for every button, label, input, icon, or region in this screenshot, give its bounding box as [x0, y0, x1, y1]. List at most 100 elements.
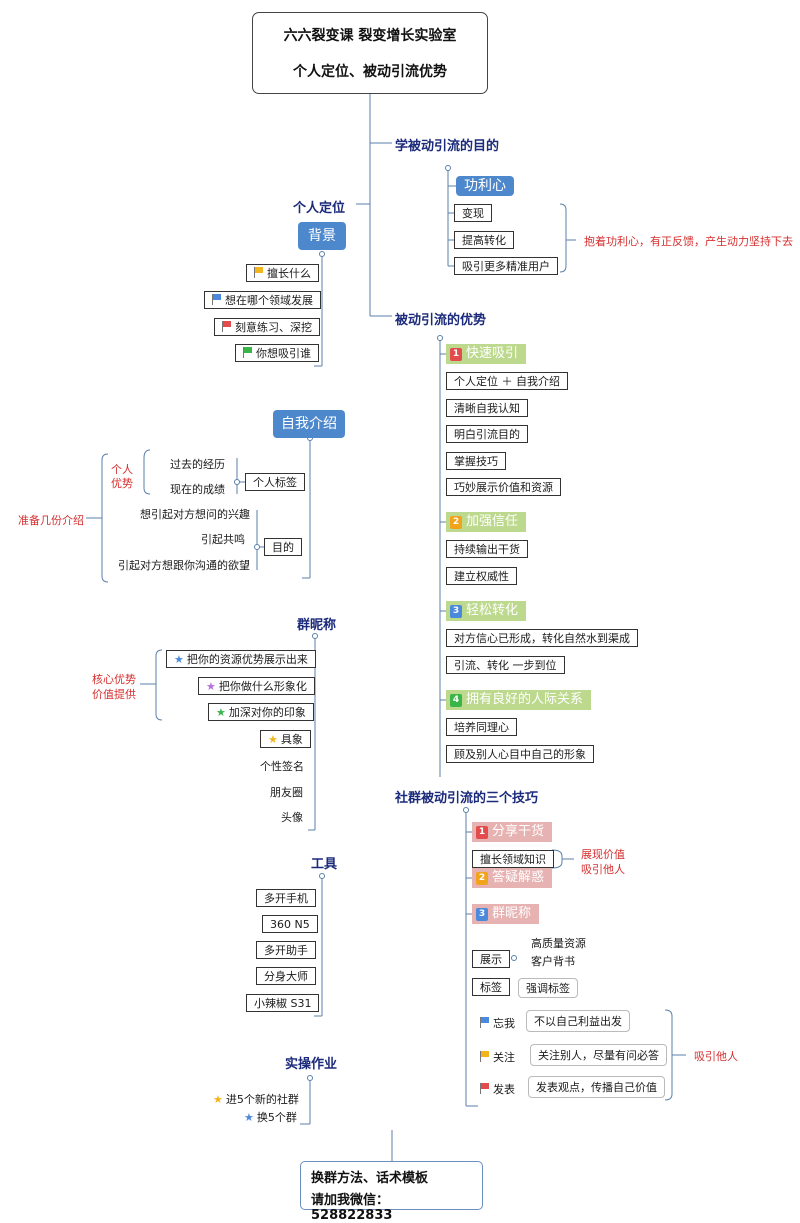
show-item: 客户背书	[531, 955, 575, 968]
number-badge: 2	[450, 516, 462, 529]
skill-row-label: 关注	[480, 1049, 515, 1065]
nickname-item: ★加深对你的印象	[208, 703, 314, 721]
tool-item: 360 N5	[262, 915, 318, 933]
advantage-label-text: 加强信任	[466, 514, 519, 529]
root-line-2: 个人定位、被动引流优势	[293, 64, 447, 80]
number-badge: 1	[450, 348, 462, 361]
nickname-plain-item: 个性签名	[260, 760, 304, 773]
star-icon: ★	[244, 1111, 254, 1124]
practice-item-text: 换5个群	[256, 1111, 297, 1124]
nickname-item: ★把你做什么形象化	[198, 677, 315, 695]
positioning-title: 个人定位	[293, 201, 346, 216]
advantages-title: 被动引流的优势	[395, 313, 487, 328]
flag-icon	[480, 1083, 489, 1094]
tool-item: 小辣椒 S31	[246, 994, 320, 1012]
background-item: 你想吸引谁	[235, 344, 319, 362]
skill-item: 擅长领域知识	[472, 850, 554, 868]
purpose-note: 抱着功利心，有正反馈，产生动力坚持下去	[584, 235, 793, 248]
flag-icon	[243, 347, 252, 358]
skill-row-note: 吸引他人	[694, 1050, 738, 1063]
practice-title: 实操作业	[285, 1057, 338, 1072]
intro-bracket-note: 准备几份介绍	[18, 514, 84, 527]
advantage-group-label: 1 快速吸引	[446, 344, 527, 364]
advantage-group-label: 2 加强信任	[446, 512, 527, 532]
nickname-plain-item: 头像	[281, 811, 303, 824]
practice-item: ★换5个群	[244, 1109, 297, 1125]
background-item-text: 你想吸引谁	[256, 347, 311, 360]
skill-row-label: 发表	[480, 1081, 515, 1097]
footer-line-1: 换群方法、话术模板	[311, 1171, 429, 1186]
purpose-label: 功利心	[456, 176, 514, 196]
purpose-item: 引起共鸣	[201, 533, 245, 546]
flag-icon	[222, 321, 231, 332]
practice-item: ★进5个新的社群	[213, 1091, 299, 1107]
row-label-text: 发表	[493, 1083, 515, 1096]
nickname-note: 核心优势	[92, 673, 136, 686]
star-icon: ★	[268, 733, 278, 746]
skill-row-text: 发表观点，传播自己价值	[528, 1076, 665, 1098]
tool-item: 分身大师	[256, 967, 316, 985]
nickname-item: ★把你的资源优势展示出来	[166, 650, 316, 668]
flag-icon	[480, 1017, 489, 1028]
practice-item-text: 进5个新的社群	[225, 1093, 299, 1106]
nickname-item-text: 加深对你的印象	[228, 706, 306, 719]
background-item-text: 刻意练习、深挖	[235, 321, 312, 334]
skill-row-text: 关注别人，尽量有问必答	[530, 1044, 667, 1066]
self-intro-label: 自我介绍	[273, 410, 345, 438]
background-item: 擅长什么	[246, 264, 319, 282]
nickname-item: ★具象	[260, 730, 311, 748]
footer-contact-box: 换群方法、话术模板 请加我微信： 528822833	[300, 1161, 483, 1223]
number-badge: 2	[476, 872, 488, 885]
flag-icon	[254, 267, 263, 278]
flag-icon	[480, 1051, 489, 1062]
advantage-item: 个人定位 ＋ 自我介绍	[446, 372, 568, 390]
personal-tag-item: 现在的成绩	[170, 483, 225, 496]
advantage-label-text: 快速吸引	[466, 346, 519, 361]
nickname-title: 群昵称	[297, 618, 337, 633]
purpose-title: 学被动引流的目的	[395, 139, 500, 154]
wechat-id: 528822833	[311, 1208, 393, 1223]
flag-icon	[212, 294, 221, 305]
nickname-item-text: 把你的资源优势展示出来	[186, 653, 308, 666]
nickname-note: 价值提供	[92, 688, 136, 701]
skill-note: 吸引他人	[581, 863, 625, 876]
personal-tag-item: 过去的经历	[170, 458, 225, 471]
number-badge: 3	[450, 605, 462, 618]
show-item: 高质量资源	[531, 937, 586, 950]
purpose-node: 目的	[264, 538, 302, 556]
advantage-label-text: 轻松转化	[466, 603, 519, 618]
purpose-item: 吸引更多精准用户	[454, 257, 558, 275]
background-item: 刻意练习、深挖	[214, 318, 320, 336]
background-item: 想在哪个领域发展	[204, 291, 321, 309]
skill-row-label: 忘我	[480, 1015, 515, 1031]
number-badge: 4	[450, 694, 462, 707]
advantage-item: 对方信心已形成，转化自然水到渠成	[446, 629, 638, 647]
advantage-item: 培养同理心	[446, 718, 517, 736]
background-item-text: 擅长什么	[267, 267, 311, 280]
star-icon: ★	[174, 653, 184, 666]
purpose-item: 提高转化	[454, 231, 514, 249]
personal-tag-note: 个人	[111, 463, 133, 476]
skill-label-text: 分享干货	[492, 824, 545, 839]
advantage-item: 明白引流目的	[446, 425, 528, 443]
skill-row-text: 不以自己利益出发	[526, 1010, 630, 1032]
purpose-item: 引起对方想跟你沟通的欲望	[118, 559, 250, 572]
star-icon: ★	[216, 706, 226, 719]
number-badge: 3	[476, 908, 488, 921]
tag-node: 标签	[472, 978, 510, 996]
nickname-item-text: 具象	[280, 733, 303, 746]
personal-tag-note: 优势	[111, 477, 133, 490]
footer-line-2: 请加我微信： 528822833	[311, 1189, 472, 1223]
advantage-item: 巧妙展示价值和资源	[446, 478, 561, 496]
row-label-text: 忘我	[493, 1017, 515, 1030]
advantage-item: 引流、转化 一步到位	[446, 656, 565, 674]
tag-item: 强调标签	[518, 978, 578, 998]
skill-note: 展现价值	[581, 848, 625, 861]
nickname-item-text: 把你做什么形象化	[218, 680, 307, 693]
background-item-text: 想在哪个领域发展	[225, 294, 313, 307]
purpose-item: 变现	[454, 204, 492, 222]
